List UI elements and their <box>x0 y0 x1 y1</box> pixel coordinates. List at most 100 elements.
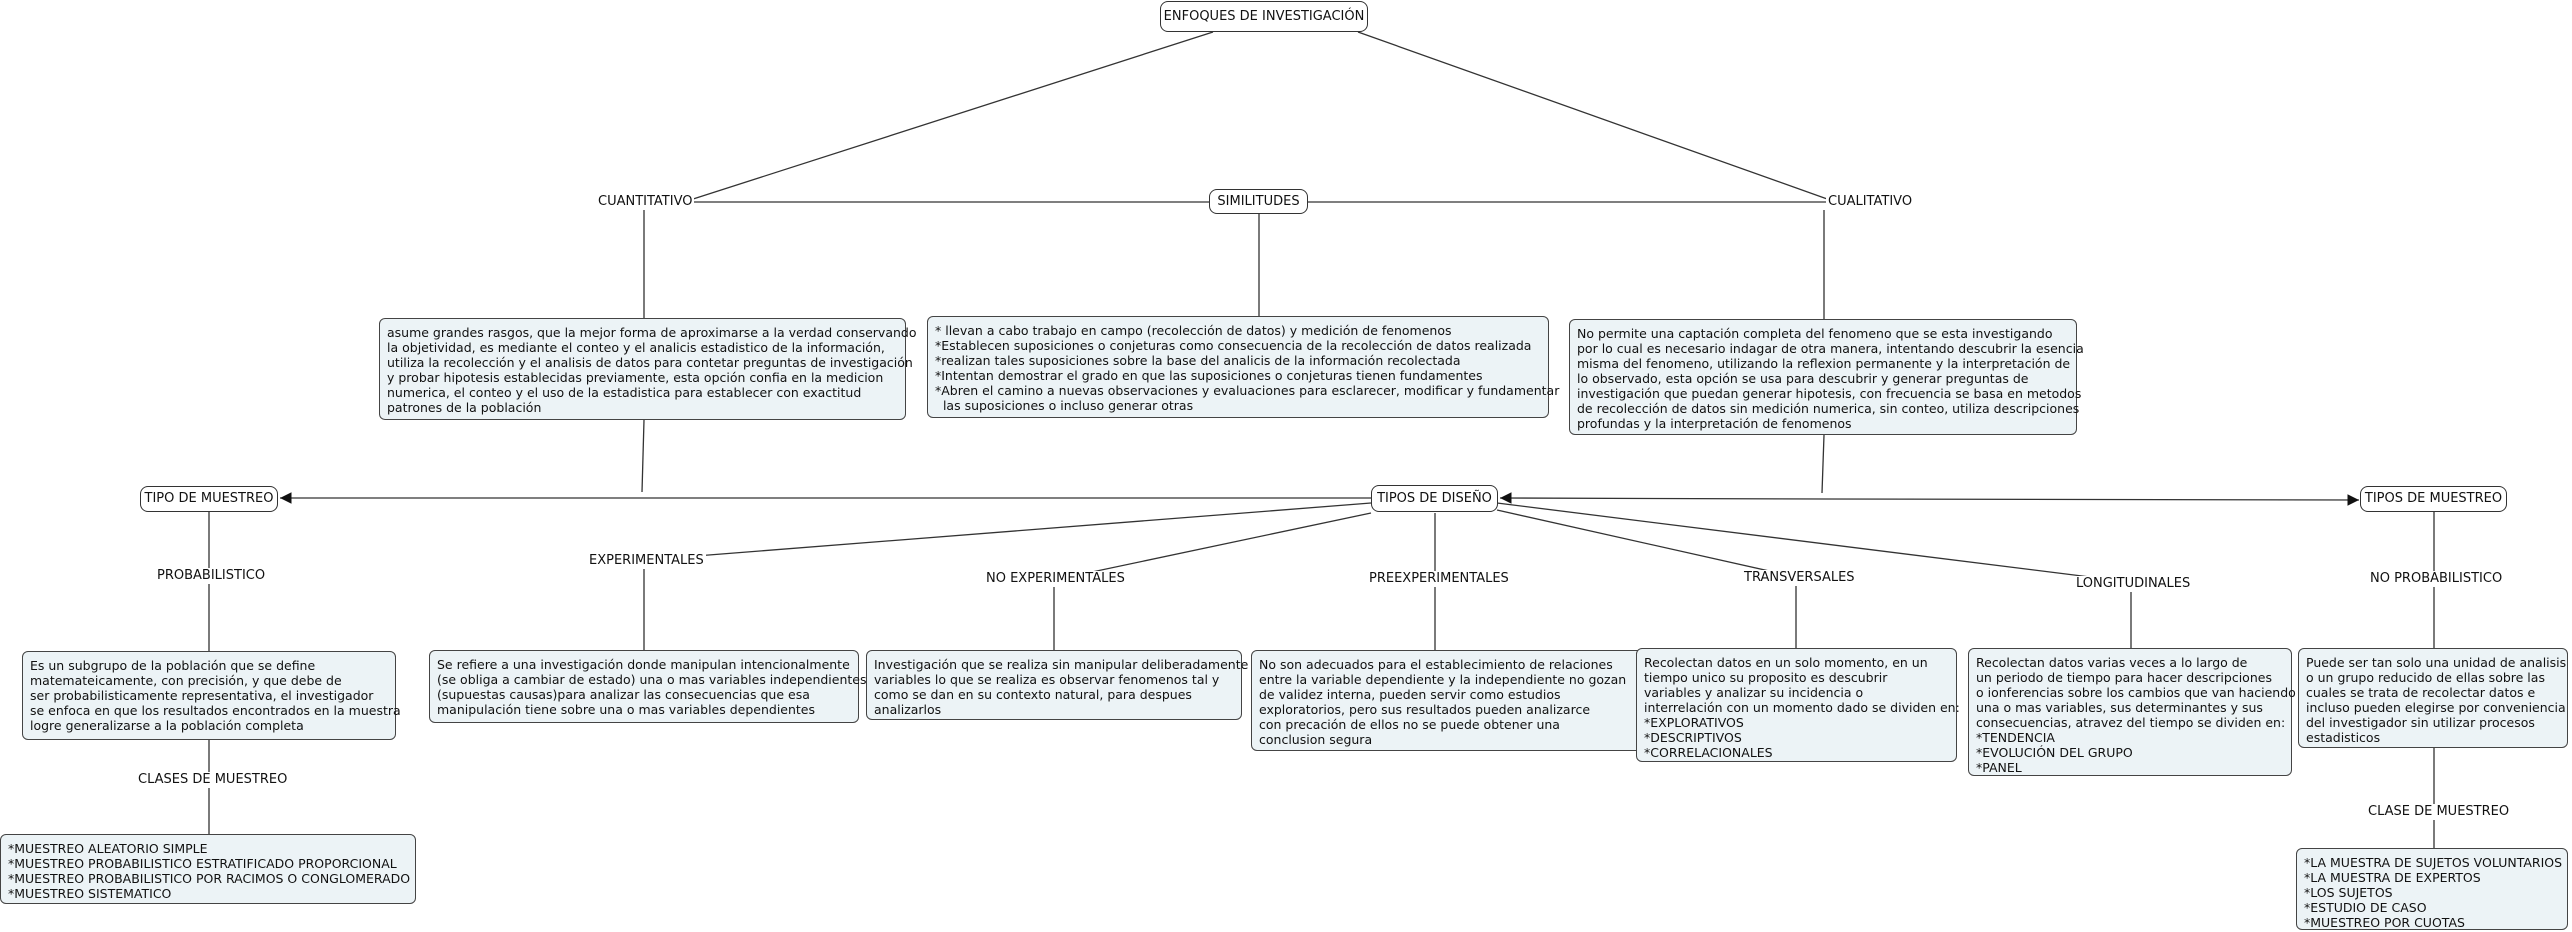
text-line: *MUESTREO SISTEMATICO <box>8 886 172 901</box>
text-line: matemateicamente, con precisión, y que d… <box>30 673 342 688</box>
text-line: *MUESTREO ALEATORIO SIMPLE <box>8 841 208 856</box>
tipo-muestreo-left-node[interactable]: TIPO DE MUESTREO <box>140 486 278 512</box>
clases-muestreo-list: *MUESTREO ALEATORIO SIMPLE *MUESTREO PRO… <box>0 834 416 904</box>
text-line: *MUESTREO POR CUOTAS <box>2304 915 2465 930</box>
text-line: (se obliga a cambiar de estado) una o ma… <box>437 672 867 687</box>
text-line: *PANEL <box>1976 760 2022 775</box>
text-line: No son adecuados para el establecimiento… <box>1259 657 1613 672</box>
arrow-to-tipos-muestreo-right <box>1825 494 2360 506</box>
probabilistico-description: Es un subgrupo de la población que se de… <box>22 651 401 740</box>
link-cuantitativo-desc-down <box>641 419 645 493</box>
text-line: *TENDENCIA <box>1976 730 2055 745</box>
transversales-description: Recolectan datos en un solo momento, en … <box>1636 648 1960 762</box>
text-line: profundas y la interpretación de fenomen… <box>1577 416 1852 431</box>
link-title-cuantitativo <box>689 31 1214 201</box>
cuantitativo-description: asume grandes rasgos, que la mejor forma… <box>379 318 917 420</box>
text-line: con precación de ellos no se puede obten… <box>1259 717 1560 732</box>
text-line: del investigador sin utilizar procesos <box>2306 715 2535 730</box>
link-diseno-no-experimentales <box>1053 512 1372 581</box>
label-cuantitativo: CUANTITATIVO <box>596 194 695 210</box>
text-line: como se dan en su contexto natural, para… <box>874 687 1192 702</box>
text-line: exploratorios, pero sus resultados puede… <box>1259 702 1591 717</box>
text-line: incluso pueden elegirse por conveniencia <box>2306 700 2566 715</box>
text-line: misma del fenomeno, utilizando la reflex… <box>1577 356 2071 371</box>
text-line: y probar hipotesis establecidas previame… <box>387 370 884 385</box>
text-line: analizarlos <box>874 702 942 717</box>
link-title-cualitativo <box>1357 31 1831 201</box>
text-line: *MUESTREO PROBABILISTICO POR RACIMOS O C… <box>8 871 411 886</box>
text-line: *LA MUESTRA DE SUJETOS VOLUNTARIOS <box>2304 855 2563 870</box>
label-probabilistico: PROBABILISTICO <box>155 568 268 584</box>
text-line: *LA MUESTRA DE EXPERTOS <box>2304 870 2481 885</box>
arrow-to-tipos-diseno <box>1499 492 1827 504</box>
text-line: patrones de la población <box>387 400 542 415</box>
text-line: tiempo unico su proposito es descubrir <box>1644 670 1888 685</box>
title-node[interactable]: ENFOQUES DE INVESTIGACIÓN <box>1160 1 1368 32</box>
text-line: *MUESTREO PROBABILISTICO ESTRATIFICADO P… <box>8 856 397 871</box>
text-line: conclusion segura <box>1259 732 1373 747</box>
text-line: *DESCRIPTIVOS <box>1644 730 1742 745</box>
label-preexperimentales: PREEXPERIMENTALES <box>1367 571 1511 587</box>
text-line: investigación que puedan generar hipotes… <box>1577 386 2082 401</box>
text-line: la objetividad, es mediante el conteo y … <box>387 340 885 355</box>
label-experimentales: EXPERIMENTALES <box>587 553 706 569</box>
text-line: se enfoca en que los resultados encontra… <box>30 703 401 718</box>
text-line: *Intentan demostrar el grado en que las … <box>935 368 1483 383</box>
text-line: *ESTUDIO DE CASO <box>2304 900 2427 915</box>
text-line: manipulación tiene sobre una o mas varia… <box>437 702 816 717</box>
text-line: estadisticos <box>2306 730 2381 745</box>
text-line: de recolección de datos sin medición num… <box>1577 401 2080 416</box>
text-line: un periodo de tiempo para hacer descripc… <box>1976 670 2272 685</box>
similitudes-description: * llevan a cabo trabajo en campo (recole… <box>927 316 1560 418</box>
text-line: logre generalizarse a la población compl… <box>30 718 304 733</box>
text-line: utiliza la recolección y el analisis de … <box>387 355 913 370</box>
text-line: (supuestas causas)para analizar las cons… <box>437 687 810 702</box>
text-line: entre la variable dependiente y la indep… <box>1259 672 1627 687</box>
text-line: una o mas variables, sus determinantes y… <box>1976 700 2263 715</box>
text-line: por lo cual es necesario indagar de otra… <box>1577 341 2084 356</box>
text-line: *LOS SUJETOS <box>2304 885 2393 900</box>
text-line: consecuencias, atravez del tiempo se div… <box>1976 715 2286 730</box>
link-diseno-experimentales <box>644 502 1372 561</box>
tipos-muestreo-right-node[interactable]: TIPOS DE MUESTREO <box>2360 486 2507 512</box>
experimentales-description: Se refiere a una investigación donde man… <box>429 650 867 723</box>
no-probabilistico-description: Puede ser tan solo una unidad de analisi… <box>2298 648 2568 748</box>
text-line: asume grandes rasgos, que la mejor forma… <box>387 325 917 340</box>
label-clase-muestreo: CLASE DE MUESTREO <box>2366 804 2512 820</box>
text-line: Investigación que se realiza sin manipul… <box>874 657 1249 672</box>
tipos-diseno-node[interactable]: TIPOS DE DISEÑO <box>1371 485 1498 512</box>
text-line: o ionferencias sobre los cambios que van… <box>1976 685 2296 700</box>
text-line: ser probabilisticamente representativa, … <box>30 688 374 703</box>
text-line: lo observado, esta opción se usa para de… <box>1577 371 2029 386</box>
text-line: interrelación con un momento dado se div… <box>1644 700 1960 715</box>
preexperimentales-description: No son adecuados para el establecimiento… <box>1251 650 1668 751</box>
longitudinales-description: Recolectan datos varias veces a lo largo… <box>1968 648 2296 776</box>
label-no-probabilistico: NO PROBABILISTICO <box>2368 571 2505 587</box>
text-line: variables lo que se realiza es observar … <box>874 672 1220 687</box>
similitudes-node[interactable]: SIMILITUDES <box>1209 189 1308 214</box>
link-cualitativo-desc-down <box>1821 434 1825 494</box>
text-line: numerica, el conteo y el uso de la estad… <box>387 385 862 400</box>
no-experimentales-description: Investigación que se realiza sin manipul… <box>866 650 1249 720</box>
cualitativo-description: No permite una captación completa del fe… <box>1569 319 2084 435</box>
text-line: Recolectan datos en un solo momento, en … <box>1644 655 1928 670</box>
text-line: variables y analizar su incidencia o <box>1644 685 1864 700</box>
text-line: cuales se trata de recolectar datos e <box>2306 685 2536 700</box>
text-line: Puede ser tan solo una unidad de analisi… <box>2306 655 2567 670</box>
label-transversales: TRANSVERSALES <box>1742 570 1857 586</box>
text-line: de validez interna, pueden servir como e… <box>1259 687 1561 702</box>
text-line: o un grupo reducido de ellas sobre las <box>2306 670 2545 685</box>
text-line: No permite una captación completa del fe… <box>1577 326 2053 341</box>
clase-muestreo-list: *LA MUESTRA DE SUJETOS VOLUNTARIOS *LA M… <box>2296 848 2568 930</box>
text-line: Es un subgrupo de la población que se de… <box>30 658 316 673</box>
text-line: *CORRELACIONALES <box>1644 745 1773 760</box>
text-line: Recolectan datos varias veces a lo largo… <box>1976 655 2248 670</box>
text-line: *EXPLORATIVOS <box>1644 715 1744 730</box>
link-diseno-transversales <box>1496 509 1797 578</box>
text-line: *Establecen suposiciones o conjeturas co… <box>935 338 1532 353</box>
text-line: *Abren el camino a nuevas observaciones … <box>935 383 1560 398</box>
text-line: Se refiere a una investigación donde man… <box>437 657 850 672</box>
link-diseno-longitudinales <box>1496 502 2131 583</box>
label-longitudinales: LONGITUDINALES <box>2074 576 2193 592</box>
